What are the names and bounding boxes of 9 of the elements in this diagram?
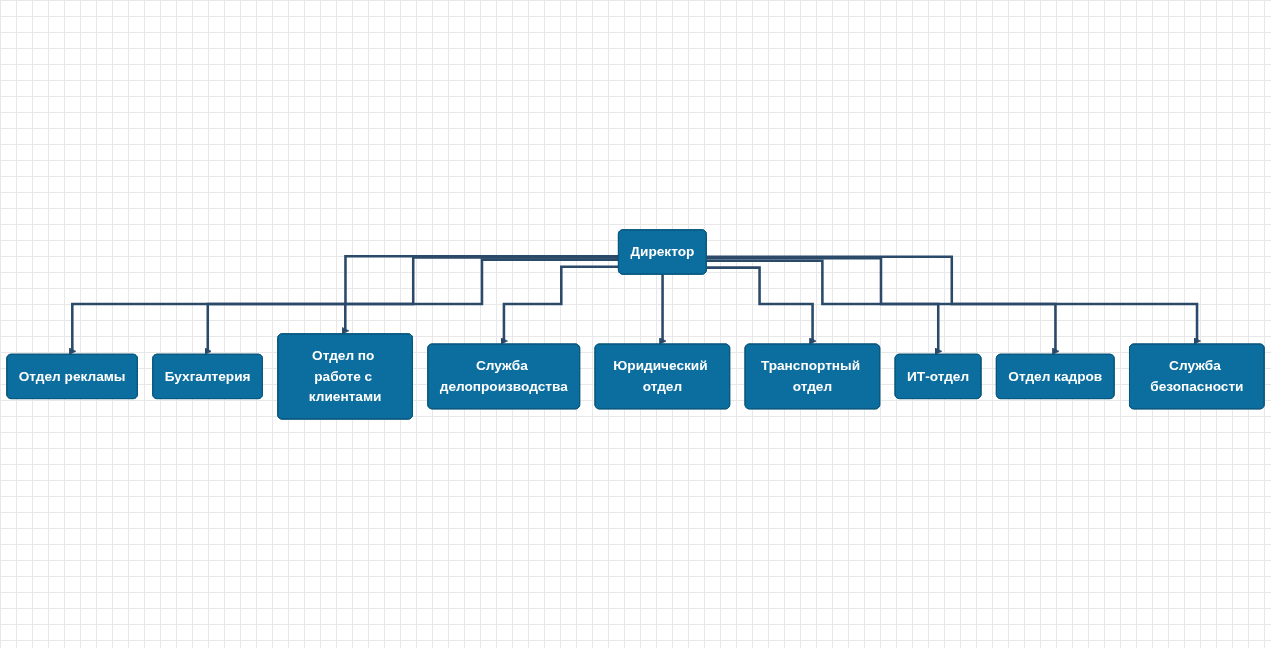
arrow — [659, 272, 667, 345]
arrow — [341, 257, 619, 335]
arrow — [204, 255, 619, 355]
arrow — [500, 265, 619, 345]
arrow — [706, 259, 943, 355]
arrow — [706, 254, 1201, 345]
arrow — [68, 254, 619, 355]
arrow — [706, 265, 817, 345]
arrow — [706, 256, 1060, 355]
